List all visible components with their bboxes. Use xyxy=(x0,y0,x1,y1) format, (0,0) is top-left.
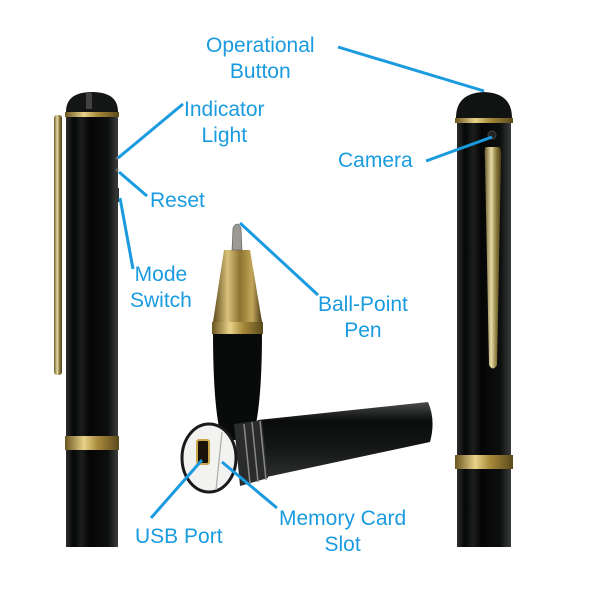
left-pen-gold-band xyxy=(65,436,119,450)
leader-usb-port xyxy=(149,459,204,519)
label-usb-port: USB Port xyxy=(135,525,223,548)
right-pen xyxy=(455,92,513,547)
label-mode-switch: Mode Switch xyxy=(130,263,192,312)
label-reset: Reset xyxy=(150,189,205,212)
usb-port-opening xyxy=(196,439,210,465)
label-memory-card-slot: Memory Card Slot xyxy=(279,507,407,556)
right-pen-gold-band xyxy=(455,455,513,469)
label-camera: Camera xyxy=(338,149,413,172)
leader-indicator-light xyxy=(117,102,184,160)
right-pen-cap-top xyxy=(456,92,512,118)
memory-card-slot-opening xyxy=(215,431,223,491)
mode-switch-slider xyxy=(115,188,119,202)
barrel-body xyxy=(258,402,433,478)
leader-camera xyxy=(425,135,493,163)
left-pen-body xyxy=(66,117,118,547)
horizontal-barrel xyxy=(180,402,433,494)
leader-operational-button xyxy=(337,45,485,93)
leader-mode-switch xyxy=(118,197,135,270)
ballpoint-cone xyxy=(213,250,262,322)
right-pen-top-ring xyxy=(455,118,513,123)
leader-ball-point xyxy=(238,221,320,297)
label-operational-button: Operational Button xyxy=(206,34,315,83)
right-pen-body xyxy=(457,123,511,547)
leader-memory-card xyxy=(221,460,278,510)
center-pen-tip xyxy=(212,223,263,440)
left-pen xyxy=(54,92,119,547)
ballpoint-gold-collar xyxy=(212,322,263,334)
label-indicator-light: Indicator Light xyxy=(184,98,265,147)
ballpoint-tip xyxy=(231,223,243,251)
reset-hole xyxy=(115,168,119,172)
right-pen-clip xyxy=(484,147,502,369)
leader-lines xyxy=(117,45,493,519)
barrel-threads xyxy=(234,420,268,486)
left-pen-top-ring xyxy=(65,112,119,117)
leader-reset xyxy=(118,170,148,198)
center-pen-lower-body xyxy=(213,332,262,440)
left-pen-clip xyxy=(54,115,62,375)
label-ball-point-pen: Ball-Point Pen xyxy=(318,293,408,342)
